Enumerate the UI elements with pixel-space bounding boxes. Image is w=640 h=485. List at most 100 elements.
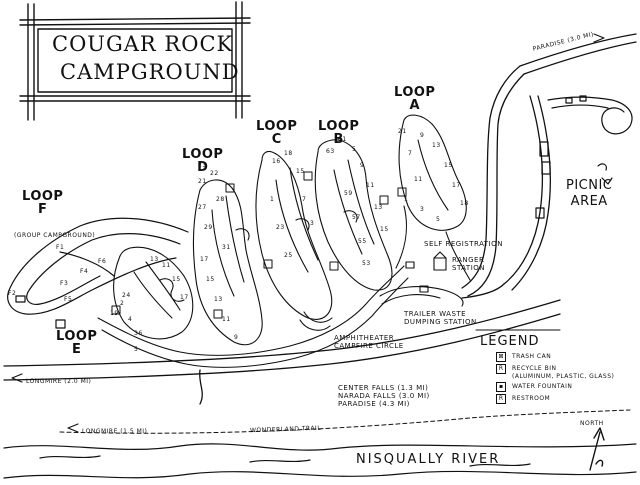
legend-label-trash-can: TRASH CAN [512, 353, 552, 360]
site-number-loop-b: 63 [326, 148, 335, 155]
site-number-loop-e: 17 [180, 294, 189, 301]
site-number-loop-c: 16 [272, 158, 281, 165]
site-number-loop-a: 21 [398, 128, 407, 135]
legend-label-recycle-bin: RECYCLE BIN [512, 365, 557, 372]
destination-center-falls: CENTER FALLS (1.3 MI) [338, 384, 429, 392]
water-fountain-icon: ▪ [496, 382, 506, 392]
site-number-loop-f: F5 [64, 296, 73, 303]
site-number-loop-f: F3 [60, 280, 69, 287]
site-number-loop-c: 18 [284, 150, 293, 157]
river-label: NISQUALLY RIVER [356, 452, 501, 467]
site-number-loop-e: 24 [122, 292, 131, 299]
site-number-loop-c: 23 [276, 224, 285, 231]
site-number-loop-c: 3 [310, 220, 315, 227]
picnic-area-road [535, 95, 633, 219]
legend-recycle-note: (ALUMINUM, PLASTIC, GLASS) [512, 373, 615, 380]
destinations-list: CENTER FALLS (1.3 MI) NARADA FALLS (3.0 … [338, 384, 430, 408]
site-number-loop-f: F1 [56, 244, 65, 251]
site-number-loop-b: 9 [360, 162, 365, 169]
destination-narada-falls: NARADA FALLS (3.0 MI) [338, 392, 430, 400]
site-number-loop-e: 36 [134, 330, 143, 337]
site-number-loop-e: 2 [120, 300, 125, 307]
ranger-and-dump-area [379, 251, 464, 307]
site-number-loop-d: 13 [214, 296, 223, 303]
site-number-loop-d: 15 [206, 276, 215, 283]
nisqually-river-banks [3, 443, 637, 479]
site-number-loop-b: 61 [338, 136, 347, 143]
site-number-loop-d: 17 [200, 256, 209, 263]
group-campground-note: (GROUP CAMPGROUND) [14, 232, 96, 239]
recycle-bin-icon: R [496, 364, 506, 374]
site-number-loop-f: F4 [80, 268, 89, 275]
campground-sign [19, 1, 251, 121]
site-number-loop-c: 25 [284, 252, 293, 259]
wonderland-trail [59, 409, 631, 434]
site-number-loop-b: 53 [362, 260, 371, 267]
destination-paradise: PARADISE (4.3 MI) [338, 400, 410, 408]
site-number-loop-c: 7 [302, 196, 307, 203]
loop-f-road [7, 217, 189, 329]
site-number-loop-e: 11 [162, 262, 171, 269]
site-number-loop-b: 13 [374, 204, 383, 211]
legend-label-restroom: RESTROOM [512, 395, 551, 402]
sign-title-line1: COUGAR ROCK [52, 32, 234, 56]
longmire-road [3, 299, 561, 405]
site-number-loop-e: 19 [110, 310, 119, 317]
site-number-loop-f: F6 [98, 258, 107, 265]
restroom-icon: R [496, 394, 506, 404]
site-number-loop-a: 17 [452, 182, 461, 189]
site-number-loop-d: 21 [198, 178, 207, 185]
site-number-loop-b: 59 [344, 190, 353, 197]
main-road [461, 33, 637, 299]
site-number-loop-e: 4 [128, 316, 133, 323]
site-number-loop-c: 1 [270, 196, 275, 203]
trash-can-icon: ⊠ [496, 352, 506, 362]
site-number-loop-d: 29 [204, 224, 213, 231]
site-number-loop-a: 3 [420, 206, 425, 213]
site-number-loop-d: 9 [234, 334, 239, 341]
self-registration-label: SELF REGISTRATION [424, 240, 503, 248]
site-number-loop-a: 5 [436, 216, 441, 223]
site-number-loop-a: 15 [444, 162, 453, 169]
site-number-loop-a: 9 [420, 132, 425, 139]
site-number-loop-b: 11 [366, 182, 375, 189]
site-number-loop-d: 11 [222, 316, 231, 323]
site-number-loop-e: 13 [150, 256, 159, 263]
site-number-loop-e: 5 [134, 346, 139, 353]
site-number-loop-b: 15 [380, 226, 389, 233]
site-number-loop-f: F2 [8, 290, 17, 297]
site-number-loop-d: 22 [210, 170, 219, 177]
facility-markers [111, 171, 407, 319]
legend-title: LEGEND [480, 334, 540, 349]
site-number-loop-b: 57 [352, 214, 361, 221]
site-number-loop-a: 11 [414, 176, 423, 183]
site-number-loop-a: 18 [460, 200, 469, 207]
site-number-loop-d: 31 [222, 244, 231, 251]
site-number-loop-c: 15 [296, 168, 305, 175]
legend-label-water-fountain: WATER FOUNTAIN [512, 383, 573, 390]
site-number-loop-a: 1 [404, 196, 409, 203]
site-number-loop-b: 5 [352, 146, 357, 153]
site-number-loop-e: 15 [172, 276, 181, 283]
north-arrow-icon [589, 427, 605, 471]
site-number-loop-b: 55 [358, 238, 367, 245]
site-number-loop-a: 7 [408, 150, 413, 157]
site-number-loop-d: 27 [198, 204, 207, 211]
north-label: NORTH [580, 420, 604, 427]
sign-title-line2: CAMPGROUND [60, 60, 240, 84]
campground-loops [97, 139, 409, 368]
loop-a-road [395, 114, 471, 281]
longmire-road-label: LONGMIRE (2.0 MI) [26, 378, 92, 385]
site-number-loop-d: 28 [216, 196, 225, 203]
